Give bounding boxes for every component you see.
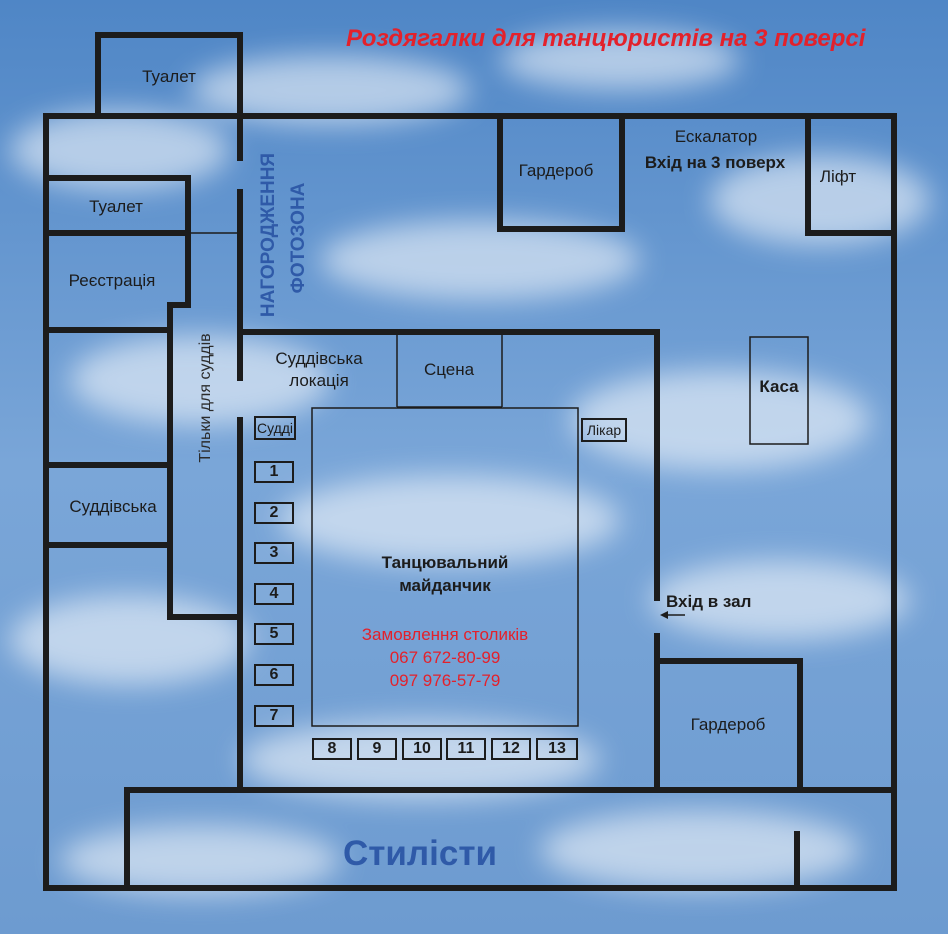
table-12[interactable]: 12 bbox=[491, 738, 531, 760]
page-title: Роздягалки для танцюристів на 3 поверсі bbox=[346, 25, 866, 52]
wardrobe-right-label: Гардероб bbox=[690, 715, 766, 734]
table-2[interactable]: 2 bbox=[254, 502, 294, 524]
table-11[interactable]: 11 bbox=[446, 738, 486, 760]
table-4[interactable]: 4 bbox=[254, 583, 294, 605]
judges-only-label: Тільки для суддів bbox=[197, 333, 214, 463]
table-1[interactable]: 1 bbox=[254, 461, 294, 483]
table-3[interactable]: 3 bbox=[254, 542, 294, 564]
hall-entrance-label: Вхід в зал bbox=[666, 592, 752, 611]
judges-location-label-line1: Суддівська bbox=[275, 349, 363, 368]
cloud-background bbox=[10, 30, 930, 895]
table-10[interactable]: 10 bbox=[402, 738, 442, 760]
elevator-label: Ліфт bbox=[819, 167, 857, 186]
stage-label: Сцена bbox=[423, 360, 475, 379]
toilet-top-label: Туалет bbox=[142, 67, 196, 86]
booking-title: Замовлення столиків bbox=[361, 625, 529, 644]
awards-label: НАГОРОДЖЕННЯ bbox=[258, 152, 280, 318]
photozone-label: ФОТОЗОНА bbox=[288, 182, 310, 294]
registration-label: Реєстрація bbox=[68, 271, 156, 290]
table-6[interactable]: 6 bbox=[254, 664, 294, 686]
walls bbox=[43, 32, 897, 891]
stylists-label: Стилісти bbox=[342, 834, 498, 873]
doctor-box: Лікар bbox=[581, 418, 627, 442]
wardrobe-top-label: Гардероб bbox=[518, 161, 594, 180]
booking-phone-1[interactable]: 067 672-80-99 bbox=[389, 648, 501, 667]
judges-room-label: Суддівська bbox=[69, 497, 157, 516]
entrance-floor3-label: Вхід на 3 поверх bbox=[644, 153, 786, 172]
dance-floor-label-line1: Танцювальний bbox=[381, 553, 509, 572]
judges-location-label-line2: локація bbox=[289, 371, 349, 390]
arrow-left-icon bbox=[660, 611, 685, 619]
table-13[interactable]: 13 bbox=[536, 738, 578, 760]
cashier-label: Каса bbox=[759, 377, 799, 396]
table-9[interactable]: 9 bbox=[357, 738, 397, 760]
dance-floor-label-line2: майданчик bbox=[399, 576, 491, 595]
table-7[interactable]: 7 bbox=[254, 705, 294, 727]
inner-lines bbox=[188, 232, 809, 727]
judges-box: Судді bbox=[254, 416, 296, 440]
booking-phone-2[interactable]: 097 976-57-79 bbox=[389, 671, 501, 690]
toilet-left-label: Туалет bbox=[89, 197, 143, 216]
table-8[interactable]: 8 bbox=[312, 738, 352, 760]
table-5[interactable]: 5 bbox=[254, 623, 294, 645]
escalator-label: Ескалатор bbox=[674, 127, 758, 146]
